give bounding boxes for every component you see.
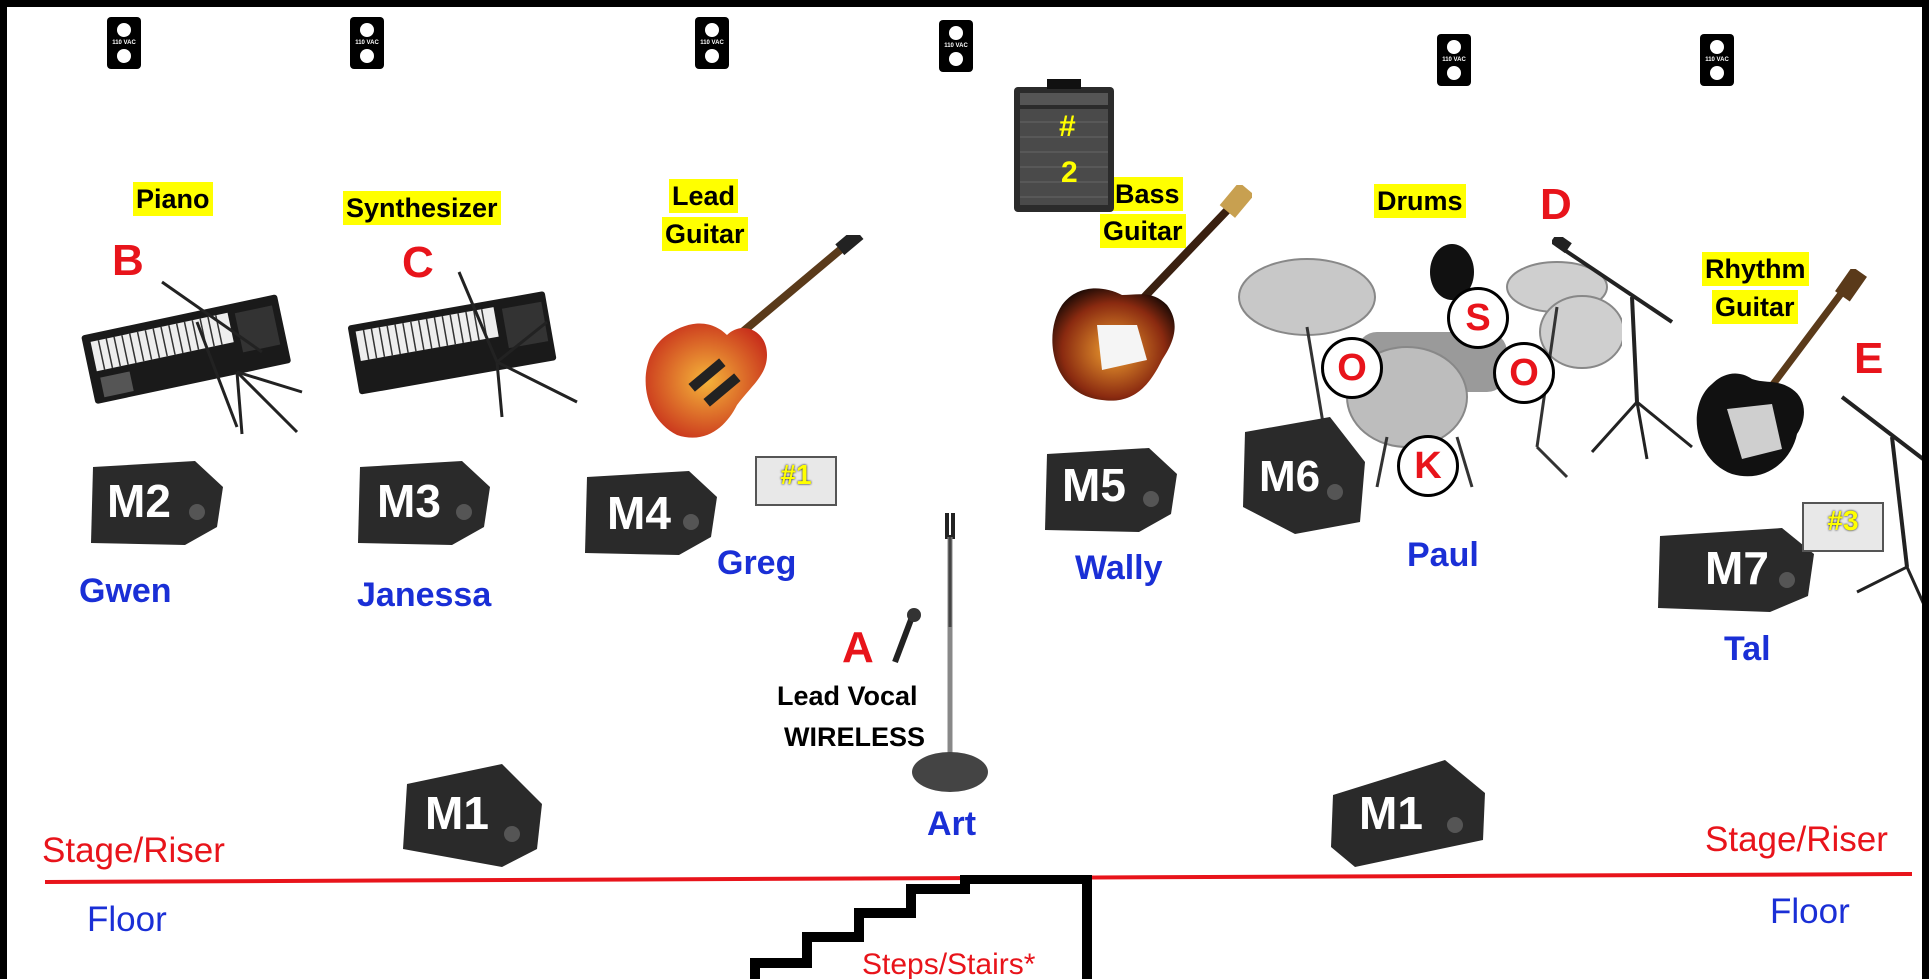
monitor-m2-label: M2	[107, 475, 171, 527]
guitar-amp-3: #3	[1802, 502, 1884, 552]
label-lead-guitar-line1: Lead	[669, 179, 739, 213]
label-synthesizer: Synthesizer	[343, 191, 501, 225]
mic-letter-c: C	[402, 238, 434, 287]
monitor-m5-label: M5	[1062, 459, 1126, 511]
synthesizer-keyboard-icon	[347, 271, 578, 418]
label-bass-guitar-line1: Bass	[1112, 177, 1183, 211]
drum-mic-overhead-right: O	[1493, 342, 1555, 404]
monitor-m3-icon	[358, 461, 490, 545]
power-outlet-5: 110 VAC	[1437, 34, 1471, 86]
performer-gwen: Gwen	[79, 572, 172, 610]
monitor-m3-label: M3	[377, 475, 441, 527]
monitor-m6-icon	[1243, 417, 1365, 534]
vocal-mic-stand-icon	[912, 513, 988, 792]
floor-label-right: Floor	[1770, 892, 1850, 931]
power-outlet-3: 110 VAC	[695, 17, 729, 69]
label-rhythm-guitar-line1: Rhythm	[1702, 252, 1809, 286]
mic-stand-e-icon	[1840, 395, 1922, 604]
stage-riser-label-right: Stage/Riser	[1705, 820, 1888, 859]
guitar-amp-1: #1	[755, 456, 837, 506]
mic-letter-a: A	[842, 623, 874, 672]
wireless-mic-icon	[892, 608, 921, 664]
performer-paul: Paul	[1407, 536, 1479, 574]
monitor-m1-left-icon	[403, 764, 542, 867]
label-lead-guitar-line2: Guitar	[662, 217, 748, 251]
power-outlet-4: 110 VAC	[939, 20, 973, 72]
drum-mic-kick: K	[1397, 435, 1459, 497]
mic-letter-b: B	[112, 236, 144, 285]
stage-riser-label-left: Stage/Riser	[42, 831, 225, 870]
amp-2-label-line1: #	[1059, 110, 1076, 143]
monitor-m7-icon	[1658, 528, 1814, 612]
monitor-m1-right-icon	[1331, 760, 1485, 867]
piano-keyboard-icon	[81, 280, 303, 435]
amp-2-label-line2: 2	[1061, 156, 1078, 189]
monitor-m1-left-label: M1	[425, 787, 489, 839]
mic-stand-d-icon	[1552, 237, 1693, 460]
lead-guitar-icon	[645, 235, 864, 438]
label-piano: Piano	[133, 182, 213, 216]
power-outlet-6: 110 VAC	[1700, 34, 1734, 86]
drum-mic-overhead-left: O	[1321, 337, 1383, 399]
monitor-m5-icon	[1045, 448, 1177, 532]
performer-wally: Wally	[1075, 549, 1163, 587]
power-outlet-2: 110 VAC	[350, 17, 384, 69]
monitor-m2-icon	[91, 461, 223, 545]
monitor-m4-label: M4	[607, 487, 671, 539]
stairs-icon	[750, 875, 1092, 979]
bass-amp-icon	[1014, 79, 1114, 212]
label-bass-guitar-line2: Guitar	[1100, 214, 1186, 248]
drum-mic-snare: S	[1447, 287, 1509, 349]
label-rhythm-guitar-line2: Guitar	[1712, 290, 1798, 324]
mic-letter-d: D	[1540, 180, 1572, 229]
mic-letter-e: E	[1854, 334, 1884, 383]
monitor-m7-label: M7	[1705, 542, 1769, 594]
wireless-label: WIRELESS	[784, 722, 926, 752]
monitor-m1-right-label: M1	[1359, 787, 1423, 839]
monitor-m6-label: M6	[1259, 452, 1321, 501]
bass-guitar-icon	[1052, 185, 1252, 401]
monitor-m4-icon	[585, 471, 717, 555]
label-drums: Drums	[1374, 184, 1466, 218]
performer-janessa: Janessa	[357, 576, 492, 614]
floor-label-left: Floor	[87, 900, 167, 939]
power-outlet-1: 110 VAC	[107, 17, 141, 69]
performer-art: Art	[927, 805, 977, 843]
performer-tal: Tal	[1724, 630, 1771, 668]
rhythm-guitar-icon	[1696, 269, 1867, 477]
lead-vocal-label: Lead Vocal	[777, 681, 918, 711]
stairs-label: Steps/Stairs*	[862, 948, 1036, 979]
performer-greg: Greg	[717, 544, 797, 582]
